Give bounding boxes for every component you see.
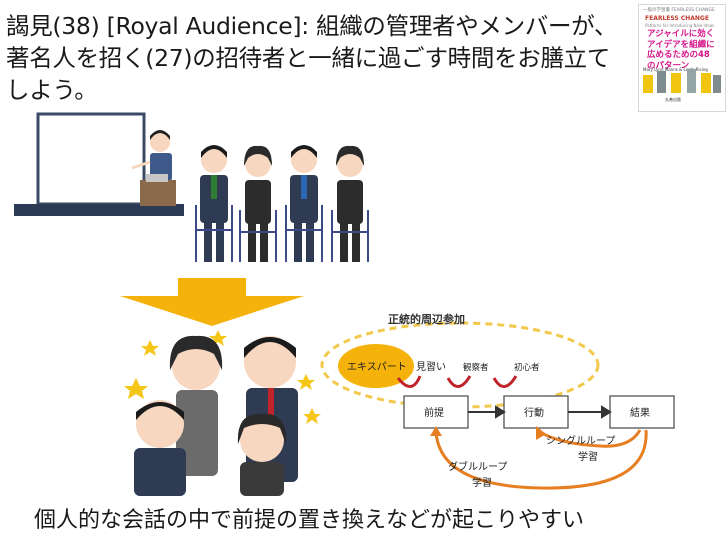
single-loop-label-2: 学習 [578, 450, 598, 463]
book-cover-series: 一般の学習書 FEARLESS CHANGE [643, 8, 715, 13]
flow-arrows [468, 405, 612, 419]
book-cover-title-en: FEARLESS CHANGE [645, 15, 709, 22]
box-result [609, 395, 675, 429]
double-loop-arrow [434, 429, 648, 490]
role-apprentice: 見習い [416, 361, 446, 373]
conversation-figures [124, 330, 321, 496]
book-cover-authors: Mary Lynn Manns & Linda Rising [643, 67, 708, 72]
transition-arrow [120, 278, 304, 326]
double-loop-label-1: ダブルループ [448, 460, 507, 473]
role-transition-arrows [396, 375, 518, 388]
role-expert: エキスパート [347, 361, 407, 373]
box-action-label: 行動 [524, 406, 544, 419]
role-observer: 観察者 [463, 362, 489, 373]
book-cover-publisher: 丸善出版 [665, 97, 681, 102]
lpp-boundary [320, 321, 600, 409]
caption: 個人的な会話の中で前提の置き換えなどが起こりやすい [34, 508, 585, 533]
single-loop-arrow [539, 429, 642, 448]
single-loop-label-1: シングルループ [546, 434, 615, 447]
expert-highlight [338, 344, 414, 388]
page-title: 謁見(38) [Royal Audience]: 組織の管理者やメンバーが、著名… [6, 12, 618, 104]
book-cover-title-ja: アジャイルに効くアイデアを組織に広めるための48のパターン [647, 29, 715, 71]
book-cover-subtitle-en: Patterns for Introducing New Ideas [645, 23, 715, 28]
presenter-figure [131, 130, 176, 206]
box-action [503, 395, 569, 429]
audience-figures [195, 145, 369, 262]
box-result-label: 結果 [630, 406, 650, 419]
box-premise-label: 前提 [424, 406, 444, 419]
presentation-screen [14, 112, 184, 216]
double-loop-label-2: 学習 [472, 476, 492, 489]
lpp-label: 正統的周辺参加 [388, 312, 465, 326]
role-novice: 初心者 [514, 362, 540, 373]
